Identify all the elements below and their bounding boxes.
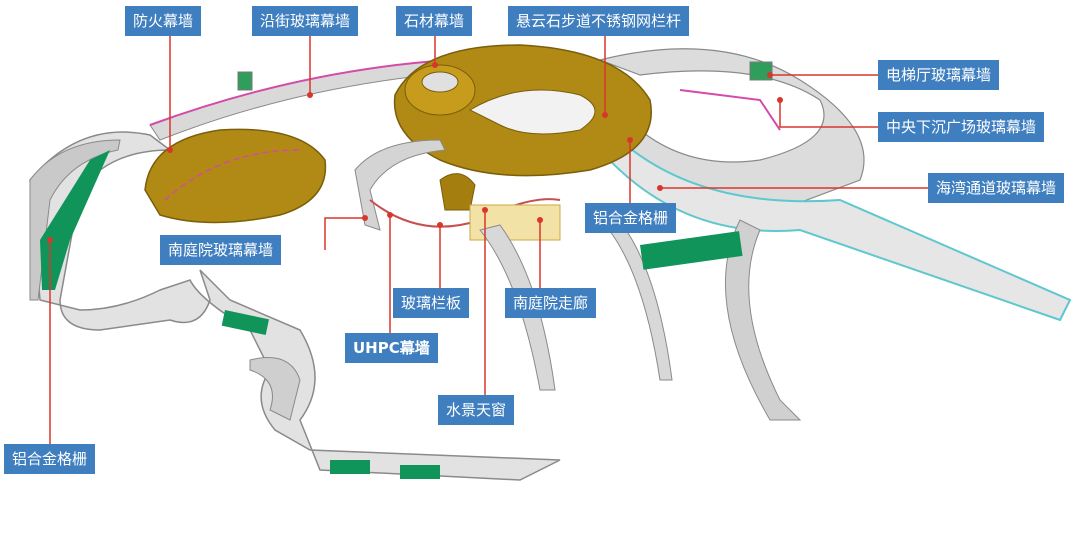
label-glass-railing: 玻璃栏板 <box>393 288 470 318</box>
green-glass-panel <box>330 460 370 474</box>
green-glass-panel <box>400 465 440 479</box>
label-water-skylight: 水景天窗 <box>438 395 515 425</box>
label-elevator-hall-glass-wall: 电梯厅玻璃幕墙 <box>878 60 1000 90</box>
elevator-box-left <box>237 71 253 91</box>
label-south-courtyard-corridor: 南庭院走廊 <box>505 288 597 318</box>
green-glass-panel <box>640 231 743 270</box>
label-central-plaza-glass-wall: 中央下沉广场玻璃幕墙 <box>878 112 1045 142</box>
label-stone-wall: 石材幕墙 <box>396 6 473 36</box>
label-bay-passage-glass-wall: 海湾通道玻璃幕墙 <box>928 173 1065 203</box>
left-stone-shell <box>144 128 327 224</box>
leader-south-glass <box>324 217 365 250</box>
stone-shells <box>144 44 652 224</box>
label-south-courtyard-glass-wall: 南庭院玻璃幕墙 <box>160 235 282 265</box>
label-street-glass-wall: 沿街玻璃幕墙 <box>252 6 359 36</box>
label-aluminum-grille-left: 铝合金格栅 <box>4 444 96 474</box>
green-glass-panel <box>40 150 110 290</box>
elevator-box-right <box>749 61 773 81</box>
green-glass-panel <box>221 310 270 336</box>
label-uhpc-wall: UHPC幕墙 <box>345 333 438 363</box>
leader-central-plaza <box>779 100 880 128</box>
label-floating-walkway-railing: 悬云石步道不锈钢网栏杆 <box>508 6 690 36</box>
label-aluminum-grille-right: 铝合金格栅 <box>585 203 677 233</box>
left-ribbon <box>29 131 561 481</box>
label-fire-wall: 防火幕墙 <box>125 6 202 36</box>
